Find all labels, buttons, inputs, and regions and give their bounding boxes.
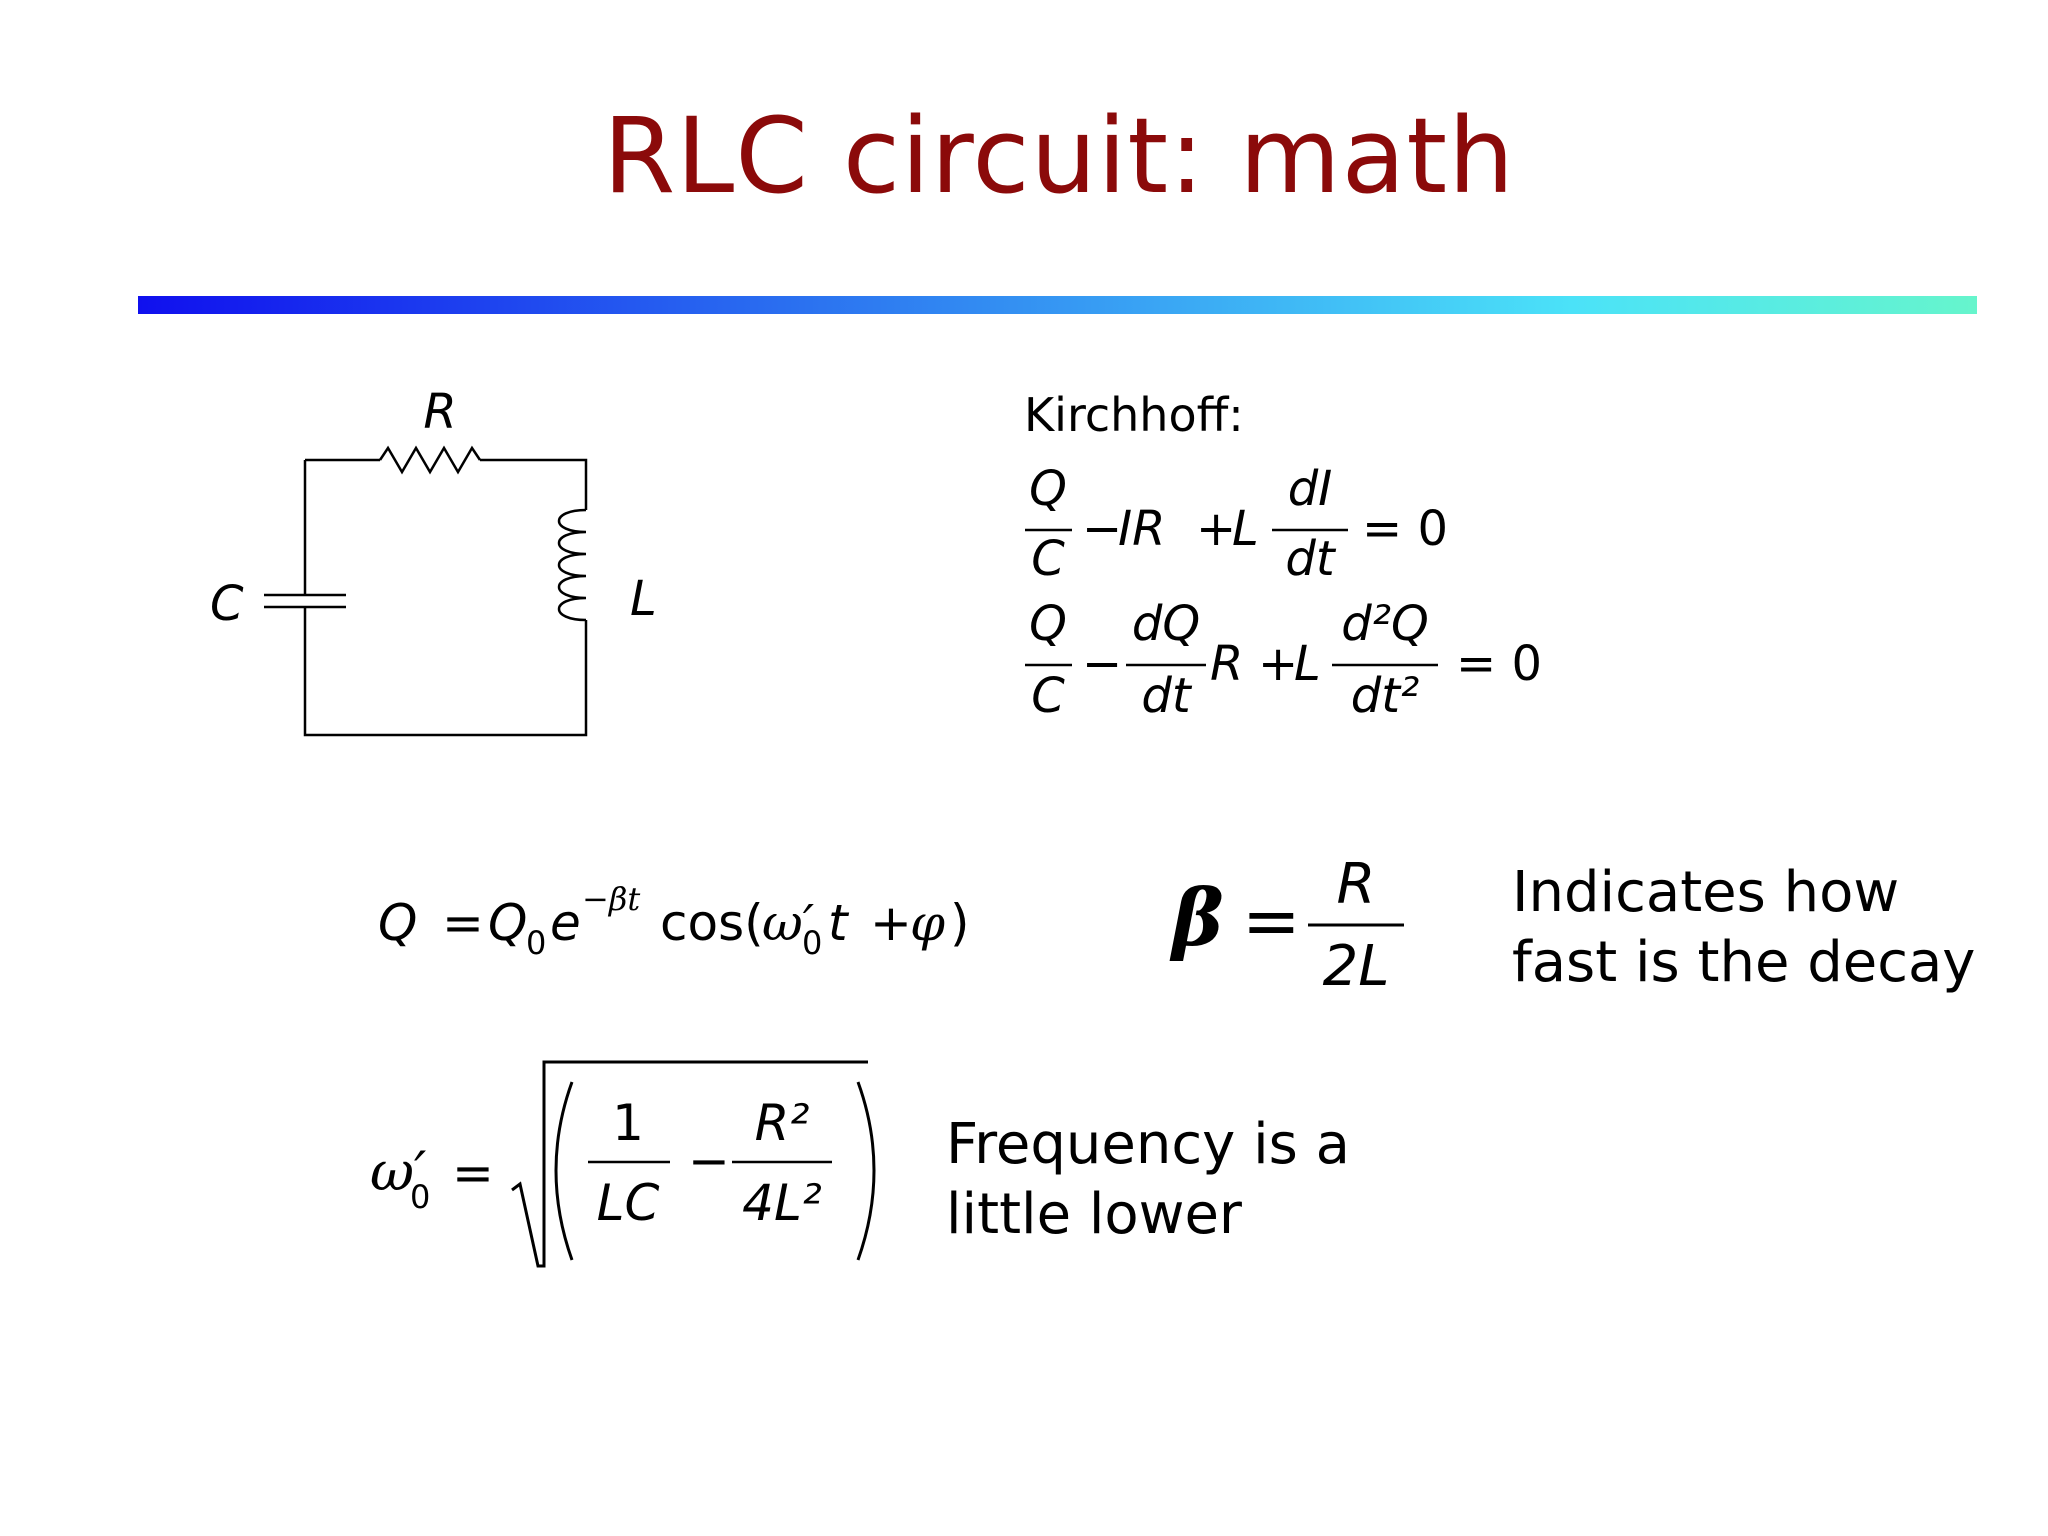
- frequency-note: Frequency is a little lower: [946, 1110, 1350, 1250]
- eq1-plus: +: [1196, 501, 1236, 557]
- beta-numerator: R: [1337, 852, 1376, 917]
- frequency-num2: R²: [755, 1094, 810, 1152]
- frequency-den1: LC: [597, 1174, 660, 1232]
- eq1-num1: Q: [1029, 461, 1067, 517]
- resistor-zigzag: [378, 445, 482, 475]
- radical-sign: [511, 1060, 868, 1268]
- beta-note-line2: fast is the decay: [1512, 930, 1976, 995]
- solution-omega: ω′: [762, 894, 815, 952]
- frequency-omega: ω′: [370, 1140, 426, 1203]
- solution-close: ): [950, 894, 970, 952]
- beta-note-line1: Indicates how: [1512, 860, 1900, 925]
- eq2-num2: dQ: [1132, 596, 1200, 652]
- eq2-plus: +: [1258, 636, 1298, 692]
- eq2-term: R: [1210, 636, 1243, 692]
- frequency-equals: =: [452, 1144, 494, 1202]
- solution-equation: Q = Q 0 e −βt cos( ω′ 0 t + φ ): [378, 880, 970, 962]
- solution-q0: Q: [488, 894, 527, 952]
- beta-equals: =: [1242, 880, 1301, 962]
- solution-lhs: Q: [378, 894, 417, 952]
- eq2-coef: L: [1294, 636, 1321, 692]
- solution-q0-sub: 0: [526, 924, 546, 962]
- eq1-minus: −: [1082, 501, 1122, 557]
- eq2-den2: dt: [1141, 668, 1192, 724]
- resistor-label: R: [423, 384, 456, 440]
- solution-t: t: [828, 894, 850, 952]
- eq1-num2: dI: [1288, 461, 1333, 517]
- eq1-equals: = 0: [1362, 501, 1448, 557]
- right-paren: [856, 1081, 876, 1261]
- frequency-equation: ω′ 0 = 1 LC − R² 4L²: [370, 1060, 876, 1268]
- eq2-den1: C: [1031, 668, 1065, 724]
- solution-omega-sub: 0: [802, 924, 822, 962]
- eq2-num1: Q: [1029, 596, 1067, 652]
- frequency-note-line1: Frequency is a: [946, 1112, 1350, 1177]
- solution-e: e: [550, 894, 581, 952]
- eq1-term1: IR: [1118, 501, 1166, 557]
- frequency-omega-sub: 0: [410, 1178, 430, 1216]
- kirchhoff-heading: Kirchhoff:: [1024, 388, 1244, 442]
- frequency-minus: −: [688, 1132, 730, 1190]
- frequency-den2: 4L²: [742, 1174, 822, 1232]
- solution-equals: =: [442, 894, 484, 952]
- kirchhoff-equations: Q C − IR + L dI dt = 0 Q C − dQ dt R + L…: [1025, 461, 1542, 724]
- frequency-note-line2: little lower: [946, 1182, 1242, 1247]
- eq2-minus: −: [1082, 636, 1122, 692]
- eq2-equals: = 0: [1456, 636, 1542, 692]
- eq1-den2: dt: [1285, 531, 1336, 587]
- circuit-wire-right: [303, 607, 588, 737]
- rlc-circuit-diagram: R C L: [210, 384, 657, 737]
- beta-denominator: 2L: [1323, 934, 1390, 999]
- inductor-coil: [557, 508, 587, 622]
- inductor-label: L: [630, 571, 657, 627]
- eq1-coef: L: [1232, 501, 1259, 557]
- title-divider: [138, 296, 1977, 314]
- frequency-num1: 1: [612, 1094, 644, 1152]
- circuit-wire-top-right: [480, 458, 588, 510]
- beta-symbol: β: [1169, 873, 1224, 964]
- solution-plus: +: [870, 894, 912, 952]
- solution-phi: φ: [910, 894, 945, 952]
- page-title: RLC circuit: math: [602, 95, 1516, 217]
- eq2-num3: d²Q: [1341, 596, 1429, 652]
- eq2-den3: dt²: [1351, 668, 1420, 724]
- beta-equation: β = R 2L: [1169, 852, 1404, 999]
- solution-exponent: −βt: [582, 880, 640, 918]
- capacitor-label: C: [210, 576, 244, 632]
- beta-note: Indicates how fast is the decay: [1512, 858, 1975, 998]
- solution-cos: cos(: [660, 894, 764, 952]
- left-paren: [554, 1081, 574, 1261]
- eq1-den1: C: [1031, 531, 1065, 587]
